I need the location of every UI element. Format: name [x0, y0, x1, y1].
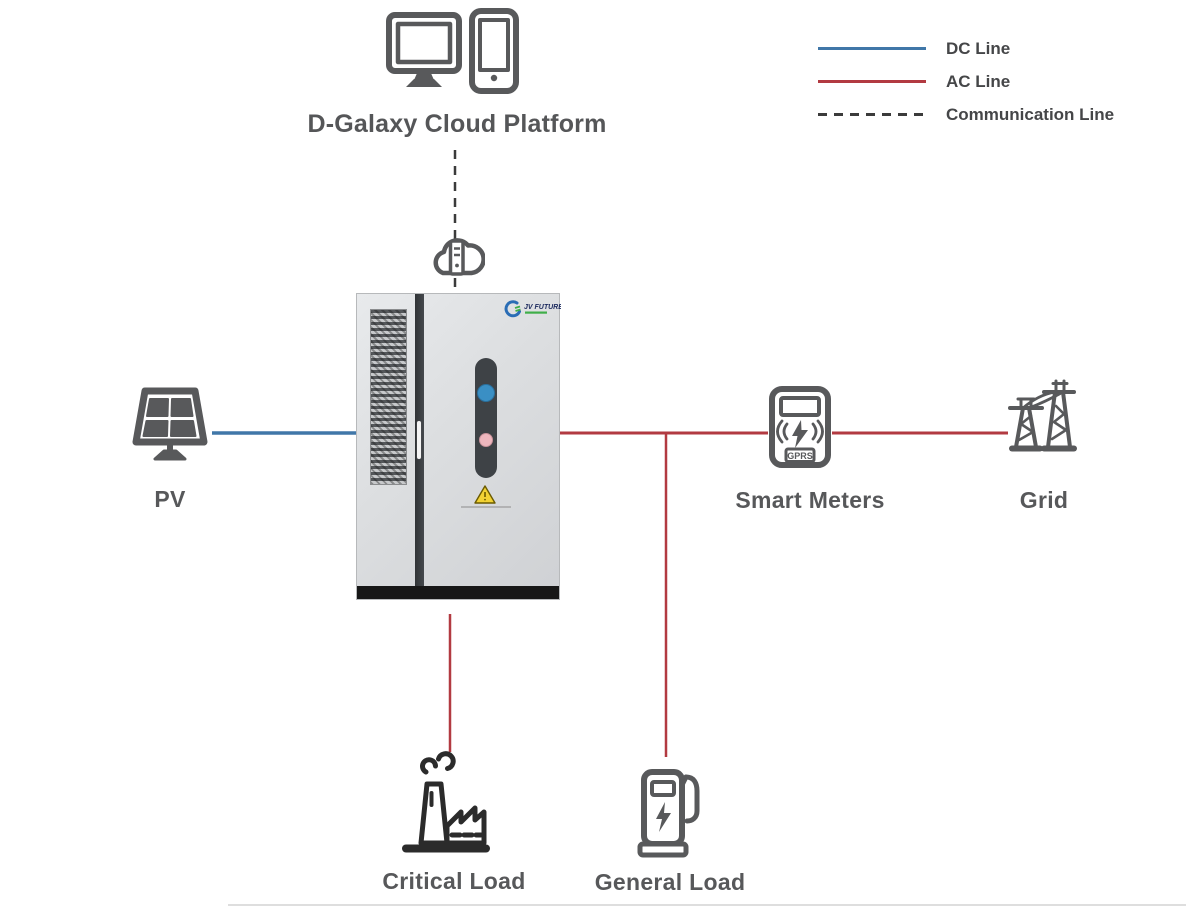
cloud-server-icon [433, 238, 485, 276]
brand-logo: JV FUTURE [504, 300, 561, 318]
cabinet-pink-button [479, 433, 493, 447]
cabinet-blue-button [477, 384, 495, 402]
cabinet-vent-grille [370, 309, 407, 485]
ev-charger-icon [637, 769, 700, 858]
cloud-platform-icons [386, 8, 519, 94]
ac-line-sample [818, 80, 926, 83]
grid-label: Grid [1019, 487, 1069, 513]
legend-row-comm: Communication Line [818, 98, 1178, 131]
pv-label: PV [154, 486, 186, 512]
bottom-divider [228, 904, 1186, 906]
legend-label: AC Line [946, 71, 1011, 91]
smartphone-icon [469, 8, 519, 94]
grid-icon [1008, 379, 1077, 452]
monitor-icon [386, 12, 462, 87]
legend: DC Line AC Line Communication Line [818, 32, 1178, 131]
ess-cabinet: JV FUTURE [356, 293, 561, 600]
legend-row-dc: DC Line [818, 32, 1178, 65]
cabinet-control-panel [475, 358, 497, 478]
cloud-platform-title: D-Galaxy Cloud Platform [307, 110, 607, 138]
legend-row-ac: AC Line [818, 65, 1178, 98]
dc-line-sample [818, 47, 926, 50]
pv-icon [132, 387, 208, 461]
cabinet-door-handle [417, 421, 421, 459]
factory-icon [402, 751, 490, 853]
cabinet-base [357, 586, 559, 599]
legend-label: DC Line [946, 38, 1011, 58]
brand-name: JV FUTURE [524, 304, 561, 311]
smart-meter-icon: GPRS [769, 386, 831, 468]
general-load-label: General Load [594, 869, 746, 895]
smart-meters-label: Smart Meters [735, 487, 885, 513]
legend-label: Communication Line [946, 104, 1115, 124]
critical-load-label: Critical Load [382, 868, 526, 894]
warning-triangle-icon [474, 485, 496, 504]
communication-line-sample [818, 113, 926, 116]
warning-fine-print [461, 506, 511, 508]
gprs-badge: GPRS [787, 451, 813, 461]
